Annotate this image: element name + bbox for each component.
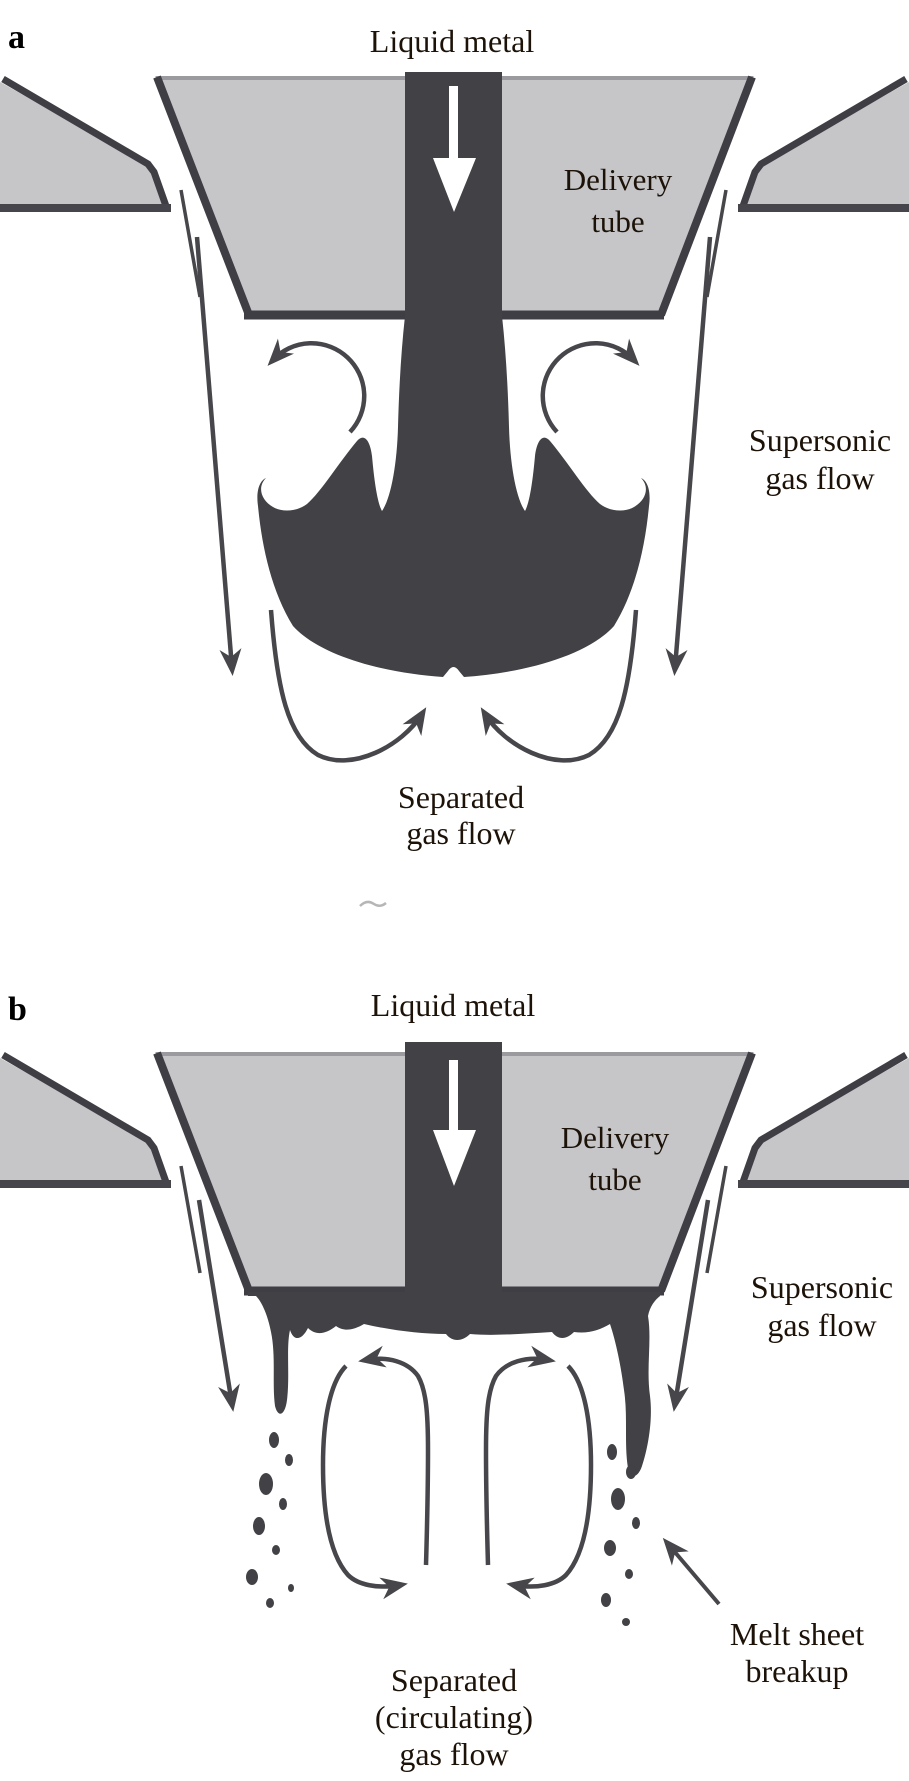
separated-label-b-line2: (circulating) [375, 1699, 533, 1735]
melt-anchor-plume [257, 316, 650, 677]
droplet [259, 1473, 273, 1495]
droplet [272, 1545, 280, 1555]
melt-sheet-breakup-label-line1: Melt sheet [730, 1616, 864, 1652]
pour-direction-arrow-b [433, 1060, 476, 1186]
panel-a-letter: a [8, 19, 25, 56]
supersonic-gas-arrow-right-a [665, 236, 713, 676]
droplet [611, 1488, 625, 1510]
melt-sheet-breakup-annotation-arrow [662, 1537, 721, 1606]
delivery-tube-label-b-line1: Delivery [561, 1120, 670, 1155]
droplet [279, 1498, 287, 1510]
supersonic-gas-arrow-right-b [667, 1199, 711, 1412]
recirculation-vortex-arrow-right [540, 338, 640, 434]
pour-arrow-head-b [433, 1130, 476, 1186]
melt-sheet [248, 1292, 660, 1477]
delivery-tube-label-b-line2: tube [588, 1162, 641, 1197]
circulation-loops [320, 1345, 594, 1600]
liquid-metal-label-b: Liquid metal [371, 987, 536, 1023]
pour-arrow-head-a [433, 158, 476, 212]
droplet [604, 1540, 616, 1556]
droplet [607, 1444, 617, 1460]
delivery-tube-label-a-line2: tube [591, 204, 644, 239]
panel-a: a Liquid metal Delivery tube Supersonic … [0, 19, 909, 907]
separated-label-b-line1: Separated [391, 1662, 517, 1698]
droplet [246, 1569, 258, 1585]
droplet [622, 1618, 630, 1626]
circulation-loop-left-outer-arrow [320, 1364, 408, 1600]
droplet [288, 1584, 294, 1592]
panel-b: b Liquid metal Delivery tube Supersonic … [0, 987, 909, 1772]
supersonic-label-a-line2: gas flow [765, 460, 874, 496]
pour-arrow-shaft-a [449, 86, 458, 162]
droplet [626, 1465, 636, 1479]
liquid-metal-label-a: Liquid metal [370, 23, 535, 59]
droplet [269, 1432, 279, 1448]
droplet [625, 1569, 633, 1579]
supersonic-gas-arrow-left-b [196, 1199, 240, 1412]
recirculation-vortex-arrow-left [267, 338, 367, 434]
circulation-loop-left-top-arrow [358, 1345, 431, 1566]
pour-direction-arrow-a [433, 86, 476, 212]
droplet [285, 1454, 293, 1466]
circulation-loop-right-top-arrow [483, 1345, 556, 1566]
panel-b-letter: b [8, 991, 27, 1028]
droplet [266, 1598, 274, 1608]
separated-label-b-line3: gas flow [399, 1736, 508, 1772]
melt-droplets-right [601, 1444, 640, 1626]
separated-label-a-line2: gas flow [406, 815, 515, 851]
droplet [601, 1593, 611, 1607]
separated-gas-arrow-right [480, 609, 639, 763]
scan-artifact-mark [359, 900, 387, 907]
droplet [253, 1517, 265, 1535]
supersonic-gas-arrow-left-a [194, 236, 242, 676]
circulation-loop-right-outer-arrow [506, 1364, 594, 1600]
delivery-tube-label-a-line1: Delivery [564, 162, 673, 197]
melt-droplets-left [246, 1432, 294, 1608]
supersonic-label-b-line2: gas flow [767, 1307, 876, 1343]
droplet [632, 1517, 640, 1529]
supersonic-label-b-line1: Supersonic [751, 1269, 893, 1305]
separated-label-a-line1: Separated [398, 779, 524, 815]
pour-arrow-shaft-b [449, 1060, 458, 1134]
separated-gas-arrow-left [268, 609, 427, 763]
supersonic-label-a-line1: Supersonic [749, 422, 891, 458]
melt-sheet-breakup-label-line2: breakup [745, 1653, 848, 1689]
